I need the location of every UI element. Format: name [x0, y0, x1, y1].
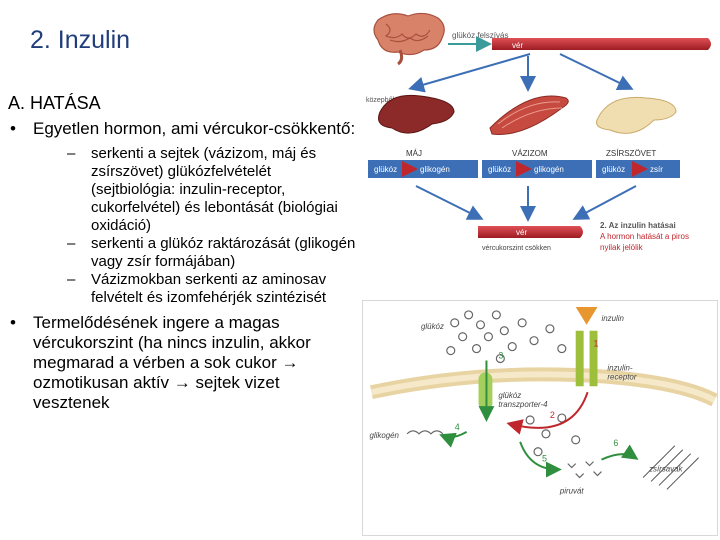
conversion-from: glükóz [602, 165, 625, 174]
conversion-from: glükóz [488, 165, 511, 174]
glycolysis-arrow [519, 441, 562, 478]
step-number: 5 [542, 454, 547, 464]
insulin-icon [575, 306, 598, 325]
sub-item: – Vázizmokban serkenti az aminosav felvé… [33, 271, 358, 307]
fat-tissue-icon [596, 96, 677, 134]
sub-item-text: serkenti a sejtek (vázizom, máj és zsírs… [91, 145, 338, 234]
bullet-list: • Egyetlen hormon, ami vércukor-csökkent… [8, 119, 358, 413]
conversion-to: zsír [650, 165, 663, 174]
insulin-receptor-icon [575, 330, 584, 387]
fatty-acid-chains [642, 445, 699, 490]
bullet-dot: • [10, 313, 16, 332]
pyruvate-label: piruvát [559, 486, 585, 495]
cell-membrane [369, 367, 717, 407]
blood-vessel-top [492, 38, 711, 50]
receptor-label: inzulin-receptor [607, 363, 636, 381]
signal-arrow [506, 391, 589, 435]
pyruvate-molecules [567, 461, 602, 479]
blood-vessel-bottom [478, 226, 583, 238]
organ-label-muscle: VÁZIZOM [512, 149, 548, 158]
arrow-down-right [572, 185, 637, 220]
step-number: 6 [613, 438, 618, 448]
blood-sugar-decrease-label: vércukorszint csökken [482, 245, 551, 252]
conversion-box-liver [368, 160, 478, 178]
step-number: 2 [550, 410, 555, 420]
section-heading: A. HATÁSA [8, 93, 101, 113]
slide-title: 2. Inzulin [30, 26, 131, 54]
dash-marker: – [67, 145, 76, 162]
fatty-acids-label: zsírsavak [648, 465, 683, 474]
step-number: 3 [498, 351, 503, 361]
sub-item: – serkenti a sejtek (vázizom, máj és zsí… [33, 145, 358, 235]
glycogen-label: glikogén [369, 431, 399, 440]
insulin-label: inzulin [601, 314, 624, 323]
conversion-to: glikogén [420, 165, 450, 174]
insulin-receptor-icon [589, 330, 598, 387]
intestine-icon [373, 12, 445, 66]
conversion-from: glükóz [374, 165, 397, 174]
dash-marker: – [67, 235, 76, 252]
bullet-dot: • [10, 119, 16, 138]
step-number: 4 [455, 422, 460, 432]
liver-icon [378, 94, 455, 134]
arrow-to-liver [408, 53, 531, 93]
sub-item-text: serkenti a glükóz raktározását (glikogén… [91, 235, 356, 270]
cell-mechanism-figure: glükóz inzulin inzulin-receptor 1 glükóz… [362, 300, 718, 536]
conversion-box-muscle [482, 160, 592, 178]
bullet-text: Termelődésének ingere a magas vércukorsz… [33, 313, 311, 412]
sub-item: – serkenti a glükóz raktározását (glikog… [33, 235, 358, 271]
organ-label-liver: MÁJ [406, 149, 422, 158]
lipogenesis-arrow [601, 444, 639, 461]
blood-label-top: vér [512, 41, 523, 50]
figure-caption-line: A hormon hatását a piros [600, 232, 689, 241]
figure-caption-title: 2. Az inzulin hatásai [600, 221, 676, 230]
bullet-item: • Egyetlen hormon, ami vércukor-csökkent… [8, 119, 358, 307]
bullet-item: • Termelődésének ingere a magas vércukor… [8, 313, 358, 413]
sub-item-text: Vázizmokban serkenti az aminosav felvéte… [91, 271, 327, 306]
arrow-to-fat [559, 53, 634, 90]
glycogen-chain-icon [406, 430, 444, 435]
muscle-icon [489, 95, 569, 135]
dash-marker: – [67, 271, 76, 288]
arrow-down-left [415, 185, 484, 220]
glycogen-arrow [439, 431, 468, 448]
organ-label-fat: ZSÍRSZÖVET [606, 149, 656, 158]
absorption-label: glükóz felszívás [452, 31, 508, 40]
step-number: 1 [594, 339, 599, 349]
sub-list: – serkenti a sejtek (vázizom, máj és zsí… [33, 145, 358, 307]
from-blood-label: közepből [366, 97, 394, 104]
blood-label-bottom: vér [516, 228, 527, 237]
glucose-label: glükóz [421, 322, 444, 331]
conversion-to: glikogén [534, 165, 564, 174]
figure-caption-line: nyilak jelölik [600, 243, 644, 252]
bullet-text: Egyetlen hormon, ami vércukor-csökkentő: [33, 119, 356, 138]
glucose-molecules [446, 310, 581, 457]
insulin-effects-figure: glükóz felszívás vér közepből MÁJ VÁZIZO… [366, 12, 711, 252]
